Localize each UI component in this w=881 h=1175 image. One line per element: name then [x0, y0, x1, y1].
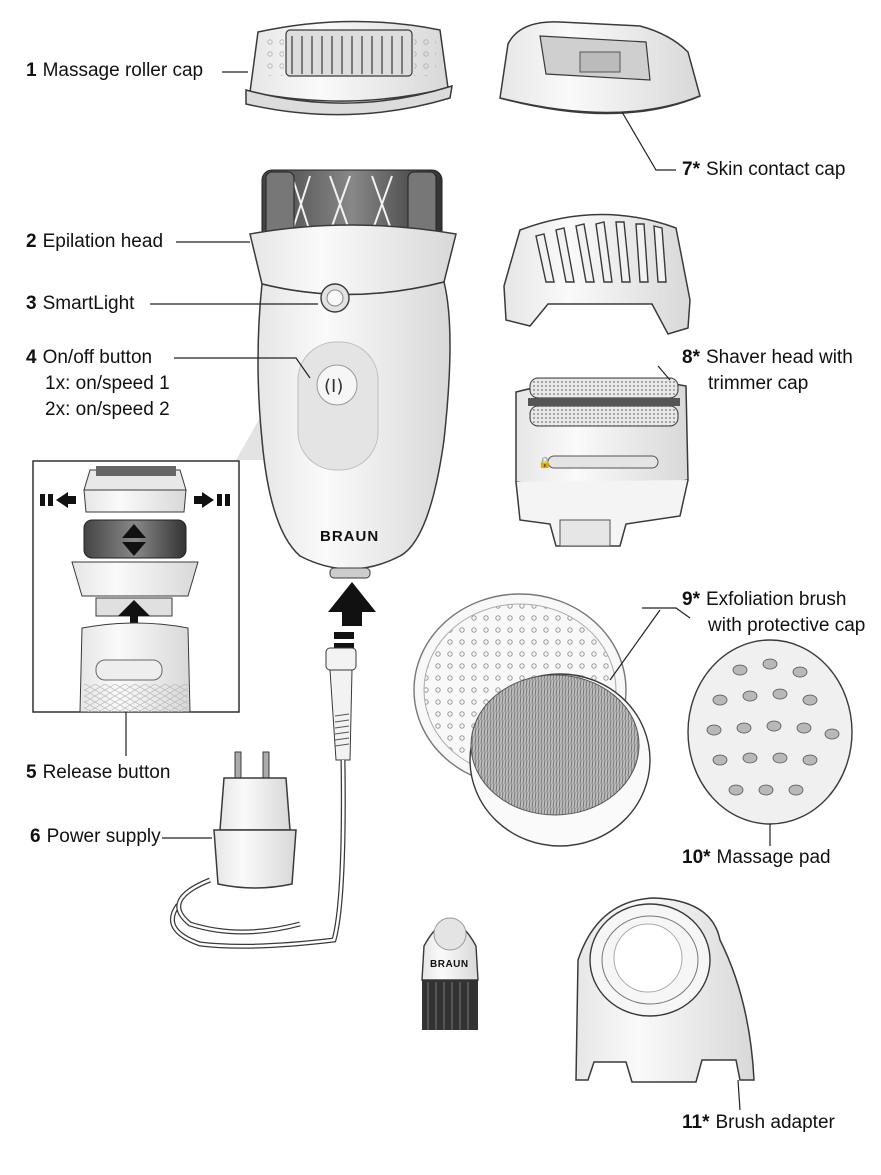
label-number: 6 [30, 826, 41, 847]
label-number: 2 [26, 231, 37, 252]
shaver-head: 🔒 [515, 377, 689, 547]
release-button-inset [32, 460, 240, 713]
label-brush-adapter: 11*Brush adapter [682, 1110, 835, 1136]
label-text: Release button [42, 762, 171, 783]
trimmer-cap [503, 213, 691, 335]
label-number: 9* [682, 589, 700, 610]
label-text: On/off button [42, 347, 153, 368]
brush-adapter [575, 897, 755, 1083]
label-text: Power supply [46, 826, 161, 847]
label-number: 1 [26, 60, 37, 81]
label-number: 7* [682, 159, 700, 180]
label-text: Exfoliation brush [705, 589, 847, 610]
exfoliation-brush [413, 593, 651, 847]
epilator-body: (I) [170, 169, 457, 949]
cleaning-brush [421, 917, 479, 1030]
label-text: Epilation head [42, 231, 164, 252]
massage-pad [687, 639, 853, 825]
label-massage-pad: 10*Massage pad [682, 845, 831, 871]
device-brand-logo: BRAUN [320, 528, 380, 545]
label-number: 3 [26, 293, 37, 314]
label-number: 4 [26, 347, 37, 368]
label-number: 10* [682, 847, 711, 868]
svg-text:(I): (I) [324, 376, 343, 397]
label-number: 11* [682, 1112, 710, 1133]
power-supply [213, 751, 297, 889]
label-line-3: 2x: on/speed 2 [45, 399, 170, 420]
skin-contact-cap [499, 21, 701, 115]
label-text: Skin contact cap [705, 159, 846, 180]
massage-roller-cap [245, 20, 453, 116]
label-number: 5 [26, 762, 37, 783]
label-line-2: 1x: on/speed 1 [45, 373, 170, 394]
label-exfoliation-brush: 9*Exfoliation brush with protective cap [682, 587, 865, 639]
leader-lines [125, 71, 771, 1111]
brush-brand-logo: BRAUN [430, 959, 469, 970]
label-text: SmartLight [42, 293, 135, 314]
svg-text:🔒: 🔒 [538, 456, 552, 469]
label-text: Brush adapter [715, 1112, 835, 1133]
label-line-2: trimmer cap [708, 373, 809, 394]
label-shaver-head: 8*Shaver head with trimmer cap [682, 345, 853, 397]
label-number: 8* [682, 347, 700, 368]
label-line-2: with protective cap [708, 615, 866, 636]
label-text: Massage pad [716, 847, 831, 868]
label-text: Massage roller cap [42, 60, 204, 81]
label-skin-contact-cap: 7*Skin contact cap [682, 157, 845, 183]
label-text: Shaver head with [705, 347, 853, 368]
